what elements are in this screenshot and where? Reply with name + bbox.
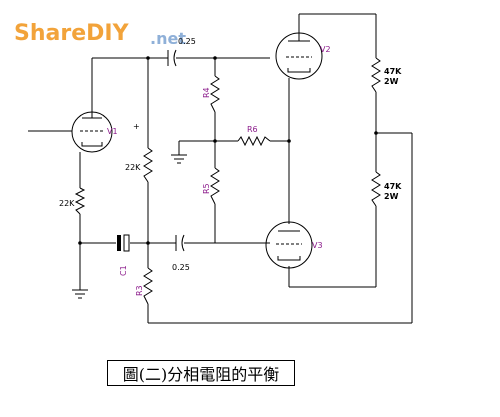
junction-dots <box>78 56 378 245</box>
label-r6: R6 <box>247 125 258 134</box>
label-r-bot-value: 47K <box>384 182 402 191</box>
label-r-top-value: 47K <box>384 67 402 76</box>
capacitor-mid <box>175 234 185 252</box>
tube-v2 <box>275 32 323 80</box>
label-r5: R5 <box>202 183 211 194</box>
wires <box>28 13 413 324</box>
label-r4: R4 <box>202 87 211 98</box>
resistor-r5 <box>210 167 220 205</box>
label-cap-mid: 0.25 <box>172 263 190 272</box>
label-r-plus: + <box>133 122 140 131</box>
label-r-bot-power: 2W <box>384 192 399 201</box>
resistor-r3 <box>143 267 153 305</box>
label-r-top-power: 2W <box>384 77 399 86</box>
capacitor-top <box>167 49 177 67</box>
resistor-r6 <box>237 135 271 147</box>
watermark-domain: .net <box>150 29 186 48</box>
resistor-47k-top <box>371 57 381 93</box>
resistor-47k-bottom <box>371 171 381 207</box>
label-r-cathode-22k: 22K <box>59 199 75 208</box>
watermark-brand: ShareDIY <box>14 21 130 46</box>
ground-symbol-left <box>72 289 88 299</box>
label-c1: C1 <box>119 265 128 276</box>
label-v3: V3 <box>312 241 323 250</box>
resistor-22k-grid <box>143 147 153 183</box>
caption-box: 圖(二)分相電阻的平衡 <box>107 360 295 386</box>
label-v2: V2 <box>320 45 331 54</box>
label-r3: R3 <box>135 285 144 296</box>
tube-v1 <box>71 111 113 153</box>
resistor-r4 <box>210 75 220 113</box>
ground-symbol-mid <box>171 154 187 164</box>
capacitor-c1 <box>117 234 130 252</box>
tube-v3 <box>265 221 313 269</box>
label-cap-top: 0.25 <box>178 37 196 46</box>
label-r-grid-22k: 22K <box>125 163 141 172</box>
resistor-22k-cathode <box>74 187 86 215</box>
figure-caption: 圖(二)分相電阻的平衡 <box>122 365 280 384</box>
label-v1: V1 <box>107 127 118 136</box>
